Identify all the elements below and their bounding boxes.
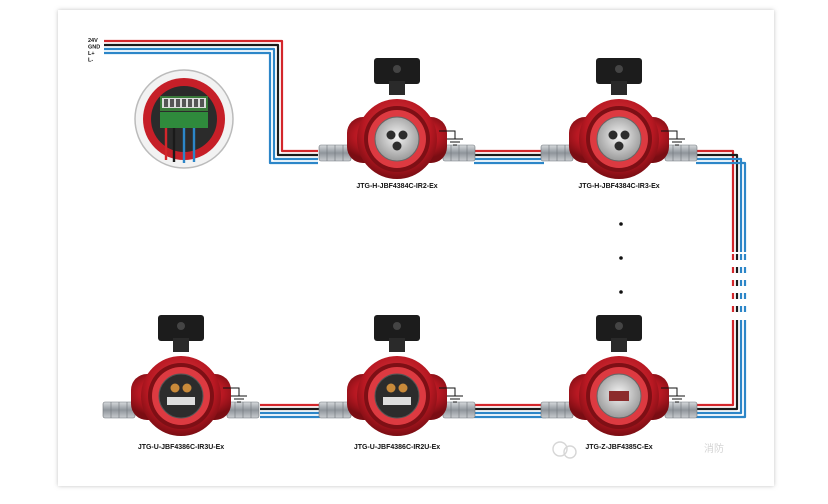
continuation-dots — [619, 222, 623, 294]
cable-gland — [102, 401, 260, 419]
detector-label: JTG-H-JBF4384C-IR2-Ex — [356, 183, 437, 190]
wire-label-24v: 24V — [88, 38, 98, 44]
cable-gland — [318, 401, 476, 419]
mounting-bracket — [374, 315, 420, 352]
ground-icon — [223, 387, 247, 403]
detector-d3: JTG-U-JBF4386C-IR3U-Ex — [102, 315, 260, 451]
detector-d4: JTG-U-JBF4386C-IR2U-Ex — [318, 315, 476, 451]
wire-run-right-lower — [696, 320, 747, 419]
triple-window-icon — [374, 116, 420, 162]
wire-continuation-dashes — [731, 254, 747, 312]
dual-window-icon — [374, 373, 420, 419]
single-window-icon — [596, 373, 642, 419]
wire-run-d5-d4 — [474, 403, 546, 419]
dual-window-icon — [158, 373, 204, 419]
wire-label-l-plus: L+ — [88, 51, 95, 57]
wire-run-d1-d2 — [474, 149, 544, 165]
watermark: 消防 — [552, 441, 724, 459]
detector-d2: JTG-H-JBF4384C-IR3-Ex — [540, 58, 698, 190]
cable-gland — [318, 144, 476, 162]
triple-window-icon — [596, 116, 642, 162]
mounting-bracket — [158, 315, 204, 352]
detector-group: JTG-H-JBF4384C-IR2-Ex JTG-H-JBF4384C-IR3-… — [102, 58, 698, 451]
detector-d5: JTG-Z-JBF4385C-Ex — [540, 315, 698, 451]
detector-label: JTG-U-JBF4386C-IR3U-Ex — [138, 444, 224, 451]
ground-icon — [439, 130, 463, 146]
detector-label: JTG-H-JBF4384C-IR3-Ex — [578, 183, 659, 190]
wire-label-gnd: GND — [88, 45, 100, 51]
detector-d1: JTG-H-JBF4384C-IR2-Ex — [318, 58, 476, 190]
terminal-block — [164, 99, 204, 107]
ground-icon — [439, 387, 463, 403]
wire-run-d4-d3 — [260, 403, 320, 419]
detector-label: JTG-Z-JBF4385C-Ex — [585, 444, 652, 451]
terminal-inset — [134, 69, 234, 169]
mounting-bracket — [596, 58, 642, 95]
ground-icon — [661, 387, 685, 403]
wire-input-run — [104, 39, 318, 165]
mounting-bracket — [596, 315, 642, 352]
detector-label: JTG-U-JBF4386C-IR2U-Ex — [354, 444, 440, 451]
ground-icon — [661, 130, 685, 146]
wire-run-d2-right — [696, 149, 747, 252]
wire-label-group: 24V GND L+ L- — [88, 38, 100, 64]
cable-gland — [540, 144, 698, 162]
wire-label-l-minus: L- — [88, 58, 93, 64]
wire-bundle — [104, 39, 747, 419]
cable-gland — [540, 401, 698, 419]
mounting-bracket — [374, 58, 420, 95]
watermark-text: 消防 — [704, 442, 724, 455]
